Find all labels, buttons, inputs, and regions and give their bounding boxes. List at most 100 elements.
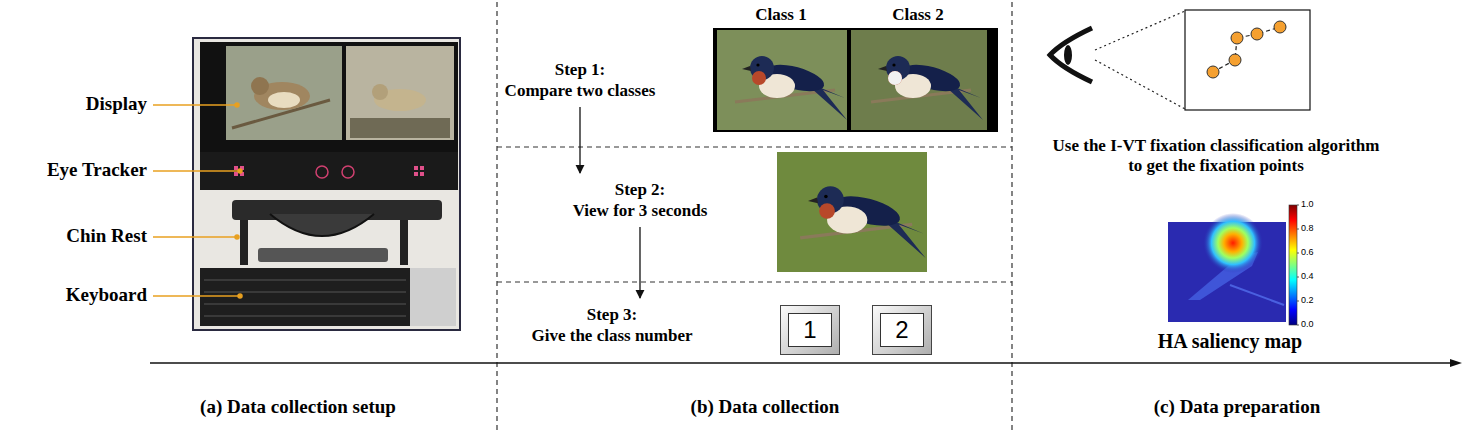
colorbar [1297,325,1299,326]
setup-photo [414,166,418,170]
setup-photo [200,152,458,190]
step-heading: Step 2: [573,179,708,200]
fixation-panel [1185,10,1310,110]
saliency-map [1230,285,1284,305]
leader-line [153,104,237,106]
setup-photo [240,220,248,265]
panel-separator [496,2,497,434]
setup-photo [400,220,408,265]
leader-line [153,103,242,298]
tick-label: 0.8 [1301,223,1314,234]
colorbar [1297,277,1299,278]
setup-photo [258,248,388,262]
fixation-panel [1231,32,1243,44]
tick-label: 0.6 [1301,247,1314,258]
leader-line [238,294,242,298]
setup-photo [200,268,410,326]
test-image [777,152,927,272]
setup-photo [420,172,424,176]
leader-line [153,236,237,238]
setup-photo [316,166,328,178]
setup-photo [200,42,458,152]
map-caption: HA saliency map [1158,329,1302,353]
leader-line [235,103,239,107]
fixation-panel [1207,21,1286,78]
setup-photo [234,172,238,176]
part-label: Keyboard [66,284,147,307]
setup-photo [204,304,406,305]
setup-photo [410,268,456,326]
setup-photo [234,166,238,170]
setup-photo [372,84,388,100]
timeline-arrow [1450,359,1462,367]
fixation-panel [1213,27,1280,72]
saliency-map [1203,213,1263,273]
panel-separator [497,2,1012,434]
part-label: Eye Tracker [47,159,147,182]
setup-photo [420,166,424,170]
gaze-lines [1095,60,1185,109]
setup-photo [268,92,300,108]
panel-caption: (c) Data preparation [1154,396,1320,419]
step-box: Step 2:View for 3 seconds [569,177,712,223]
setup-photo [204,292,406,293]
test-image [800,186,925,258]
class-images [713,28,998,132]
setup-photo [204,280,406,281]
setup-photo [350,118,450,138]
fixation-panel [1274,21,1286,33]
step-text: Give the class number [531,325,692,346]
class-images [851,30,987,130]
fixation-panel [1229,54,1241,66]
part-label: Display [86,93,147,116]
setup-photo [204,280,406,316]
tick-label: 0.4 [1301,271,1314,282]
class-images [713,28,998,132]
panel-caption: (a) Data collection setup [200,396,396,419]
colorbar [1297,205,1299,325]
class-images [735,56,847,120]
setup-photo [270,214,374,236]
step-box: Step 1:Compare two classes [501,57,660,103]
fixation-panel [1185,10,1310,110]
panel-caption: (b) Data collection [691,396,840,419]
setup-photo [251,77,269,95]
key-number: 2 [880,313,924,347]
tick-label: 0.0 [1301,319,1314,330]
leader-line [238,169,242,173]
flow-arrow [639,227,640,298]
step-text: Compare two classes [505,80,656,101]
setup-photo [346,46,454,140]
step-heading: Step 3: [531,304,692,325]
eye-icon [1064,45,1072,65]
step-heading: Step 1: [505,59,656,80]
timeline-arrow [150,362,1452,363]
colorbar [1289,205,1297,325]
key-box: 2 [872,305,932,355]
test-image [777,152,927,272]
colorbar [1297,205,1299,206]
setup-photo [193,38,460,330]
panel-separator [1011,2,1012,434]
method-note: Use the I-VT fixation classification alg… [1044,136,1389,177]
class-images [888,71,902,85]
panel-separator [497,146,1012,147]
fixation-panel [1207,66,1219,78]
leader-line [153,170,240,172]
tick-label: 0.2 [1301,295,1314,306]
class-images [717,30,847,130]
flow-arrow [579,107,580,173]
setup-photo [226,46,342,140]
fixation-panel [1251,28,1263,40]
colorbar [1297,253,1299,254]
colorbar [1297,301,1299,302]
colorbar [1297,229,1299,230]
timeline-arrow [150,359,1462,367]
setup-photo [342,166,354,178]
gaze-lines [1095,11,1185,50]
eye-icon [1050,28,1092,82]
part-label: Chin Rest [66,225,147,248]
